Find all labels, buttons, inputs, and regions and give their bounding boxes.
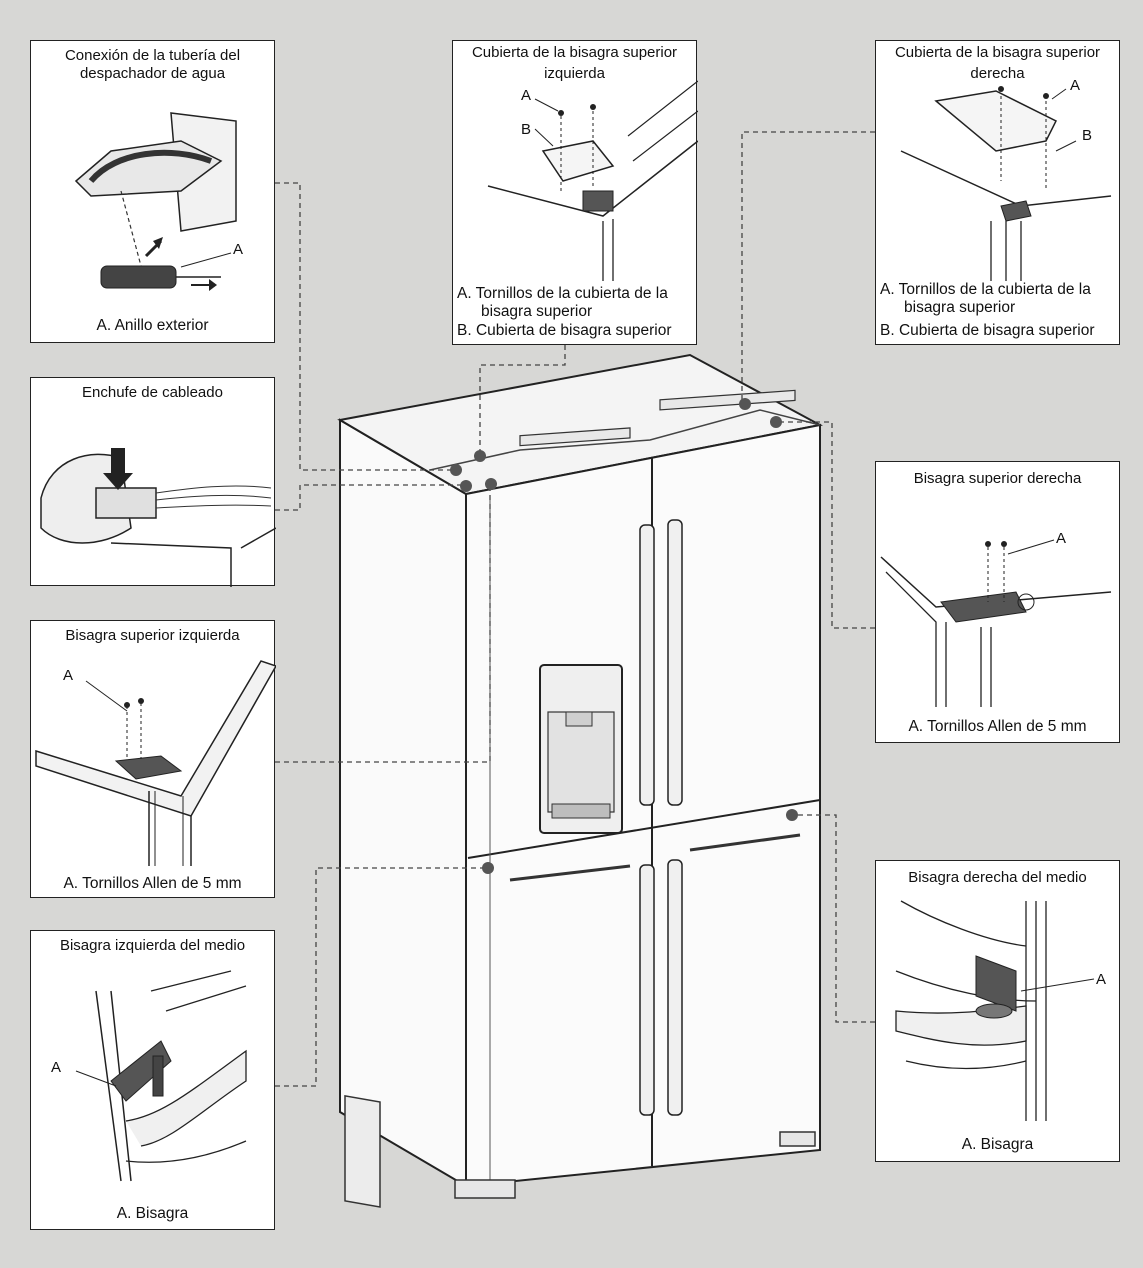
label-a: A [51,1059,62,1076]
right-cover-illustration [900,86,1112,281]
panel-title-line-1: Cubierta de la bisagra superior [894,44,1101,61]
panel-caption: A. Tornillos Allen de 5 mm [908,718,1087,735]
panel-right-hinge-cover: Cubierta de la bisagra superior derecha … [875,40,1120,345]
panel-caption: A. Bisagra [961,1136,1034,1153]
panel-title: Bisagra derecha del medio [908,869,1087,886]
left-cover-illustration [487,80,698,281]
label-b: B [1082,127,1093,144]
panel-left-top-hinge: Bisagra superior izquierda A A. Tornillo… [30,620,276,898]
panel-wiring-plug: Enchufe de cableado [30,377,276,587]
leader-lines [275,131,875,1087]
panel-caption-b: B. Cubierta de bisagra superior [880,322,1095,339]
tubing-illustration [74,112,237,291]
connection-markers [450,398,798,874]
vent-grille [344,1094,381,1208]
panel-left-hinge-cover: Cubierta de la bisagra superior izquierd… [452,40,698,345]
label-a: A [521,87,532,104]
caption-a-line-2: bisagra superior [904,299,1016,316]
right-hinge-illustration [880,539,1112,707]
panel-title: Conexión de la tubería del despachador d… [64,47,241,82]
panel-caption-a: A. Tornillos de la cubierta de la bisagr… [876,281,1119,317]
label-b: B [521,121,532,138]
label-a: A [233,241,244,258]
panel-caption: A. Anillo exterior [96,317,209,334]
panel-left-mid-hinge: Bisagra izquierda del medio A A. Bisagra [30,930,275,1230]
right-mid-hinge-illustration [895,900,1095,1121]
wiring-illustration [40,448,276,587]
panel-title-line-2: derecha [970,65,1025,82]
caption-a-line-1: A. Tornillos de la cubierta de la [880,281,1091,298]
panel-right-mid-hinge: Bisagra derecha del medio A A. Bisagra [875,860,1120,1162]
left-hinge-illustration [35,660,276,866]
panel-caption: A. Tornillos Allen de 5 mm [63,875,242,892]
panel-title-line-2: izquierda [544,65,605,82]
panel-caption-a: A. Tornillos de la cubierta de la bisagr… [453,285,696,321]
label-a: A [1096,971,1107,988]
caption-a-line-2: bisagra superior [481,303,593,320]
label-a: A [63,667,74,684]
panel-caption: A. Bisagra [116,1205,189,1222]
panel-title: Bisagra izquierda del medio [59,937,246,954]
panel-caption-b: B. Cubierta de bisagra superior [457,322,672,339]
panel-title: Bisagra superior derecha [913,470,1082,487]
label-a: A [1070,77,1081,94]
freezer-handle-right [667,859,683,1116]
panel-title: Bisagra superior izquierda [65,627,240,644]
caption-a-line-1: A. Tornillos de la cubierta de la [457,285,668,302]
left-mid-hinge-illustration [75,970,247,1182]
panel-title-line-1: Cubierta de la bisagra superior [471,44,678,61]
freezer-handle-left [639,864,655,1116]
panel-water-tubing: Conexión de la tubería del despachador d… [30,40,275,343]
fridge-handle-right [667,519,683,806]
label-a: A [1056,530,1067,547]
panel-right-top-hinge: Bisagra superior derecha A A. Tornillos … [875,461,1120,743]
fridge-left-side [339,418,467,1188]
fridge-front [465,423,821,1188]
fridge-handle-left [639,524,655,806]
panel-title: Enchufe de cableado [82,384,223,401]
